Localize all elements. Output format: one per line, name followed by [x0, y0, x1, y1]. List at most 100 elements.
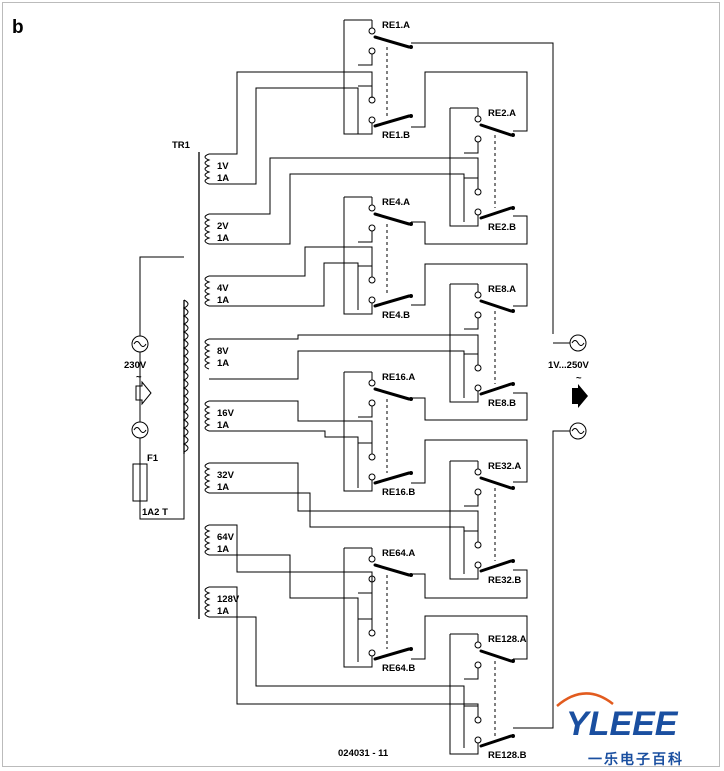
contact-terminal	[474, 188, 482, 196]
interconnect-wiring	[209, 71, 528, 748]
contact-wire	[464, 668, 479, 680]
contact-wire	[358, 618, 373, 630]
secondary-voltage: 32V	[217, 470, 235, 481]
relay-contact-b-label: RE1.B	[382, 130, 410, 141]
contact-wire	[358, 231, 373, 243]
wire	[209, 400, 373, 448]
switch-pivot	[409, 294, 413, 298]
relay-contact-b-label: RE8.B	[488, 398, 516, 409]
secondary-current: 1A	[217, 544, 229, 555]
switch-pivot	[511, 659, 515, 663]
wire	[209, 334, 479, 358]
contact-terminal	[474, 716, 482, 724]
relay-contact-a-label: RE8.A	[488, 284, 516, 295]
winding-coil-icon	[204, 400, 211, 432]
switch-arm	[373, 387, 411, 401]
contact-terminal	[368, 204, 376, 212]
secondary-current: 1A	[217, 233, 229, 244]
secondary-current: 1A	[217, 420, 229, 431]
contact-terminal	[474, 561, 482, 569]
switch-arm	[479, 123, 513, 137]
contact-terminal	[474, 364, 482, 372]
switch-arm	[373, 647, 411, 661]
contact-terminal	[474, 661, 482, 669]
secondary-voltage: 4V	[217, 283, 229, 294]
contact-terminal	[474, 208, 482, 216]
winding-coil-icon	[204, 462, 211, 494]
contact-terminal	[368, 379, 376, 387]
contact-wire	[358, 85, 373, 97]
wire	[209, 157, 479, 215]
input-arrow-icon	[135, 380, 152, 406]
winding-coil-icon	[204, 338, 211, 370]
primary-wire-bottom	[139, 454, 185, 520]
secondary-voltage: 8V	[217, 346, 229, 357]
contact-terminal	[368, 473, 376, 481]
winding-coil-icon	[204, 153, 211, 185]
output-wire-bottom	[513, 430, 570, 729]
contact-terminal	[368, 649, 376, 657]
relay-contact-b-label: RE2.B	[488, 222, 516, 233]
wire	[411, 392, 528, 421]
switch-arm	[479, 649, 513, 663]
relay-contact-b-label: RE4.B	[382, 310, 410, 321]
relay-contact-b-label: RE32.B	[488, 575, 521, 586]
contact-wire	[464, 177, 479, 189]
wire	[209, 430, 359, 488]
secondary-current: 1A	[217, 295, 229, 306]
secondary-voltage: 16V	[217, 408, 235, 419]
output-sine-icon	[571, 340, 585, 346]
primary-winding	[182, 299, 189, 453]
wire	[209, 616, 465, 748]
switch-pivot	[511, 382, 515, 386]
contact-wire	[464, 705, 479, 717]
contact-terminal	[474, 135, 482, 143]
wire	[411, 263, 528, 307]
wire	[411, 615, 528, 660]
switch-pivot	[511, 133, 515, 137]
contact-wire	[449, 634, 479, 755]
output-sine-icon-2	[571, 428, 585, 434]
wire	[411, 215, 528, 245]
figure-label: b	[12, 17, 24, 38]
contact-terminal	[474, 541, 482, 549]
relay-contact-a-label: RE4.A	[382, 197, 410, 208]
contact-terminal	[368, 296, 376, 304]
winding-coil-icon	[204, 275, 211, 307]
sine-icon	[133, 341, 147, 347]
contact-terminal	[368, 27, 376, 35]
secondary-current: 1A	[217, 606, 229, 617]
switch-pivot	[511, 206, 515, 210]
switch-pivot	[409, 647, 413, 651]
switch-arm	[479, 734, 513, 748]
relay-contact-b-label: RE128.B	[488, 750, 527, 761]
contact-terminal	[474, 311, 482, 319]
contact-terminal	[474, 468, 482, 476]
winding-coil-icon	[204, 586, 211, 618]
secondary-voltage: 2V	[217, 221, 229, 232]
contact-terminal	[368, 453, 376, 461]
switch-pivot	[409, 45, 413, 49]
secondary-current: 1A	[217, 482, 229, 493]
secondary-current: 1A	[217, 358, 229, 369]
contact-wire	[343, 197, 373, 315]
switch-arm	[479, 206, 513, 220]
secondary-current: 1A	[217, 173, 229, 184]
transformer: TR1	[172, 140, 200, 619]
switch-arm	[373, 35, 411, 49]
output-tilde: ~	[576, 373, 582, 384]
relay-re4: RE4.A RE4.B	[343, 196, 413, 321]
contact-terminal	[474, 384, 482, 392]
switch-arm	[373, 471, 411, 485]
contact-wire	[358, 54, 373, 66]
